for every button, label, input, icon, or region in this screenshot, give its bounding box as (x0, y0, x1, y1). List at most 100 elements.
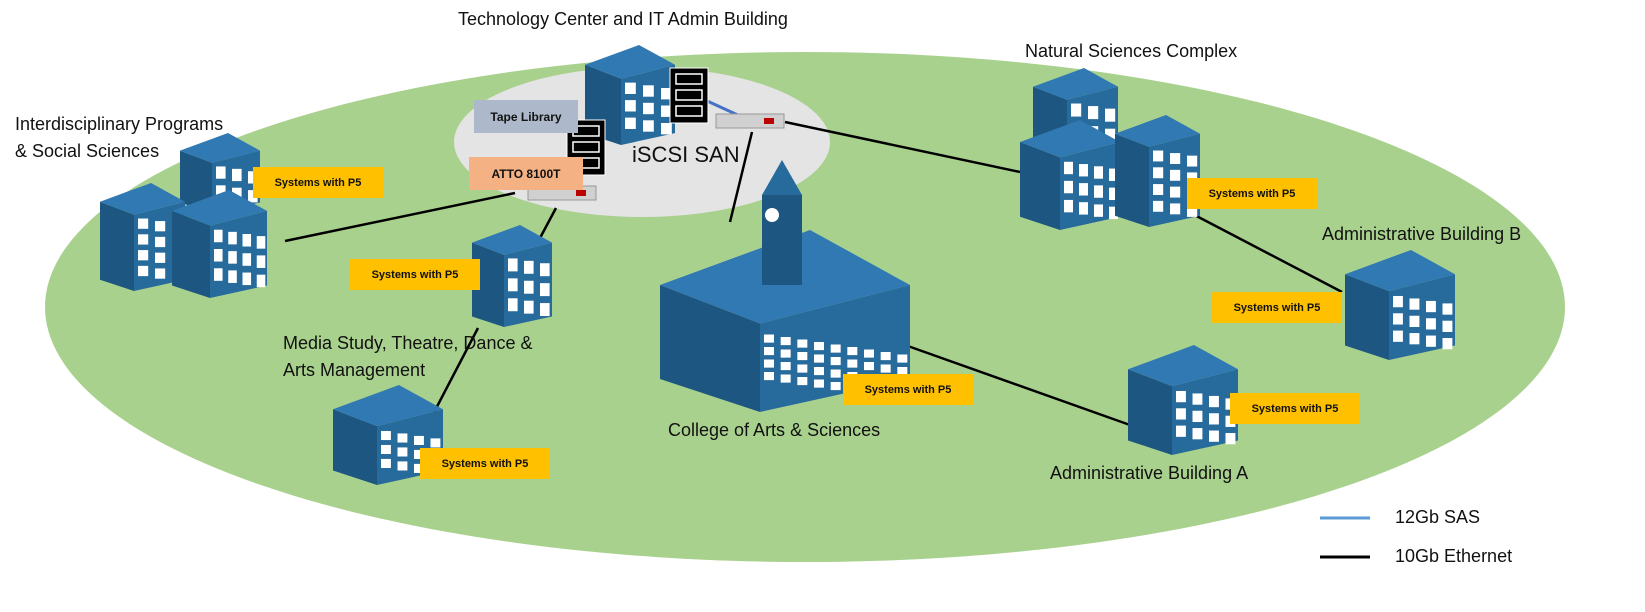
window (1393, 313, 1403, 325)
window (830, 344, 841, 353)
window (847, 359, 858, 368)
window (1079, 183, 1088, 196)
window (780, 349, 791, 358)
window (864, 362, 874, 371)
atto-label: ATTO 8100T (469, 157, 583, 190)
building-icon (1115, 115, 1200, 227)
window (397, 447, 408, 457)
window (1187, 155, 1198, 167)
clock-tower-icon (762, 160, 802, 285)
window (780, 337, 791, 346)
systems-badge: Systems with P5 (1230, 393, 1360, 424)
window (214, 229, 223, 243)
building-icon (172, 190, 267, 298)
window (880, 364, 891, 373)
sas-link (704, 98, 741, 118)
window (1442, 303, 1453, 315)
window (1109, 206, 1118, 220)
window (508, 298, 518, 312)
label-interdisciplinary-1: Interdisciplinary Programs (15, 114, 224, 134)
window (1094, 166, 1103, 179)
window (661, 123, 672, 135)
systems-badge: Systems with P5 (843, 374, 973, 405)
window (880, 352, 891, 361)
window (780, 374, 791, 383)
window (780, 362, 791, 371)
window (242, 233, 252, 247)
window (1170, 203, 1181, 215)
window (1192, 393, 1203, 405)
window (381, 430, 391, 441)
window (864, 349, 874, 358)
window (216, 185, 226, 198)
ethernet-link (904, 343, 1131, 427)
label-iscsi-san: iSCSI SAN (632, 142, 740, 167)
window (414, 449, 424, 459)
window (524, 300, 534, 314)
window (414, 463, 424, 473)
window (540, 263, 550, 277)
window (764, 359, 774, 368)
ethernet-link (1184, 208, 1343, 294)
window (661, 105, 672, 117)
window (414, 435, 424, 446)
window (814, 354, 824, 363)
window (1393, 295, 1403, 308)
window (155, 268, 166, 279)
label-college: College of Arts & Sciences (668, 420, 881, 440)
window (256, 236, 266, 249)
window (830, 357, 841, 366)
window (830, 369, 841, 378)
window (897, 367, 908, 376)
window (524, 260, 534, 274)
window (1426, 318, 1436, 330)
window (1088, 106, 1099, 120)
window (1176, 425, 1186, 437)
window (256, 255, 266, 268)
building-icon (1345, 250, 1455, 360)
window (814, 379, 824, 388)
window (764, 334, 774, 343)
label-natural-sciences: Natural Sciences Complex (1025, 41, 1238, 61)
label-interdisciplinary-2: & Social Sciences (15, 141, 160, 161)
window (508, 258, 518, 272)
window (1094, 204, 1103, 217)
window (248, 171, 258, 184)
window (540, 303, 550, 317)
window (1153, 200, 1164, 212)
window (397, 461, 408, 471)
window (1170, 186, 1181, 198)
window (625, 100, 636, 112)
window (830, 382, 841, 391)
systems-badge: Systems with P5 (350, 259, 480, 290)
window (643, 102, 654, 115)
window (1187, 205, 1198, 217)
window (1170, 169, 1181, 181)
window (1442, 338, 1453, 350)
window (256, 274, 266, 288)
window (1409, 315, 1420, 328)
window (228, 270, 237, 283)
window (138, 234, 149, 245)
window (797, 377, 808, 386)
window (1225, 433, 1236, 445)
label-admin-a: Administrative Building A (1050, 463, 1249, 483)
window (1079, 164, 1088, 177)
window (1153, 150, 1164, 162)
window (814, 367, 824, 376)
window (1393, 330, 1403, 342)
window (1064, 199, 1073, 213)
window (1105, 128, 1116, 142)
systems-badge: Systems with P5 (420, 448, 550, 479)
window (1409, 298, 1420, 310)
window (897, 354, 908, 363)
window (214, 248, 223, 262)
window (625, 117, 636, 129)
window (797, 364, 808, 373)
window (430, 438, 441, 448)
systems-badge: Systems with P5 (253, 167, 383, 198)
window (216, 166, 226, 179)
window (1094, 185, 1103, 198)
tape-library-icon (669, 67, 709, 124)
